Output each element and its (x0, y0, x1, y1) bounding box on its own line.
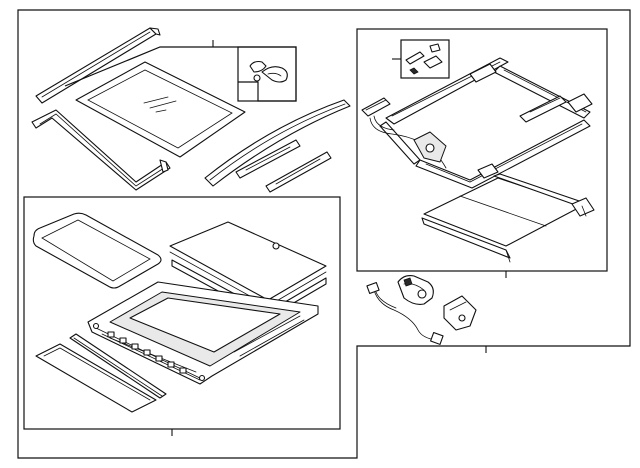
roof-frame-group (23, 196, 341, 436)
hardware-kit (392, 39, 450, 79)
wire-harness (366, 281, 444, 345)
rear-rail (31, 109, 171, 191)
wind-strip (69, 333, 167, 399)
mechanism-group (356, 28, 608, 278)
drain-strip (265, 151, 332, 193)
outer-frame (17, 9, 631, 459)
roof-frame-box (23, 196, 341, 430)
motor-group (366, 275, 487, 353)
side-seal (235, 139, 301, 179)
front-trim (35, 343, 157, 413)
mechanism-box (356, 28, 608, 272)
roof-frame (87, 281, 319, 385)
guide-rail-assembly (361, 57, 593, 189)
seal-ring (32, 212, 162, 289)
front-rail (35, 27, 161, 104)
glass-panel (75, 61, 246, 158)
sunshade (421, 173, 595, 263)
switch (443, 295, 477, 331)
motor (397, 275, 434, 305)
side-deflector (204, 99, 351, 187)
roof-glass-group (31, 27, 351, 193)
fastener-kit (237, 46, 297, 102)
